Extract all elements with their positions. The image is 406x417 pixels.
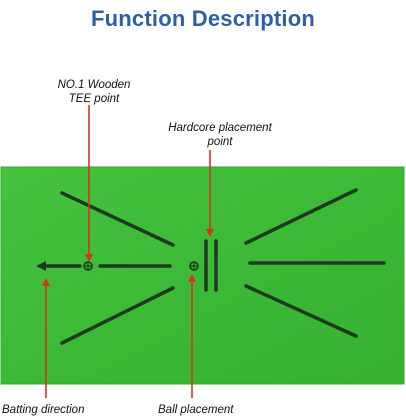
hardcore-placement-label-line2: point xyxy=(207,136,233,148)
mat-line-left-lower xyxy=(60,286,175,345)
ball-placement-label: Ball placement xyxy=(158,404,234,416)
hardcore-placement-label: Hardcore placement point xyxy=(160,121,280,149)
batting-direction-label: Batting direction xyxy=(2,404,85,416)
tee-point-label-line1: NO.1 Wooden xyxy=(57,79,131,91)
mat-line-left-upper xyxy=(60,191,175,247)
practice-mat xyxy=(0,166,405,385)
mat-line-right-upper xyxy=(244,188,358,245)
hardcore-placement-label-line1: Hardcore placement xyxy=(168,122,272,134)
tee-point-label: NO.1 Wooden TEE point xyxy=(44,78,144,106)
batting-direction-arrowhead xyxy=(36,261,46,271)
mat-line-right-lower xyxy=(244,284,358,338)
tee-point-label-line2: TEE point xyxy=(68,93,120,105)
page-title: Function Description xyxy=(91,6,315,31)
